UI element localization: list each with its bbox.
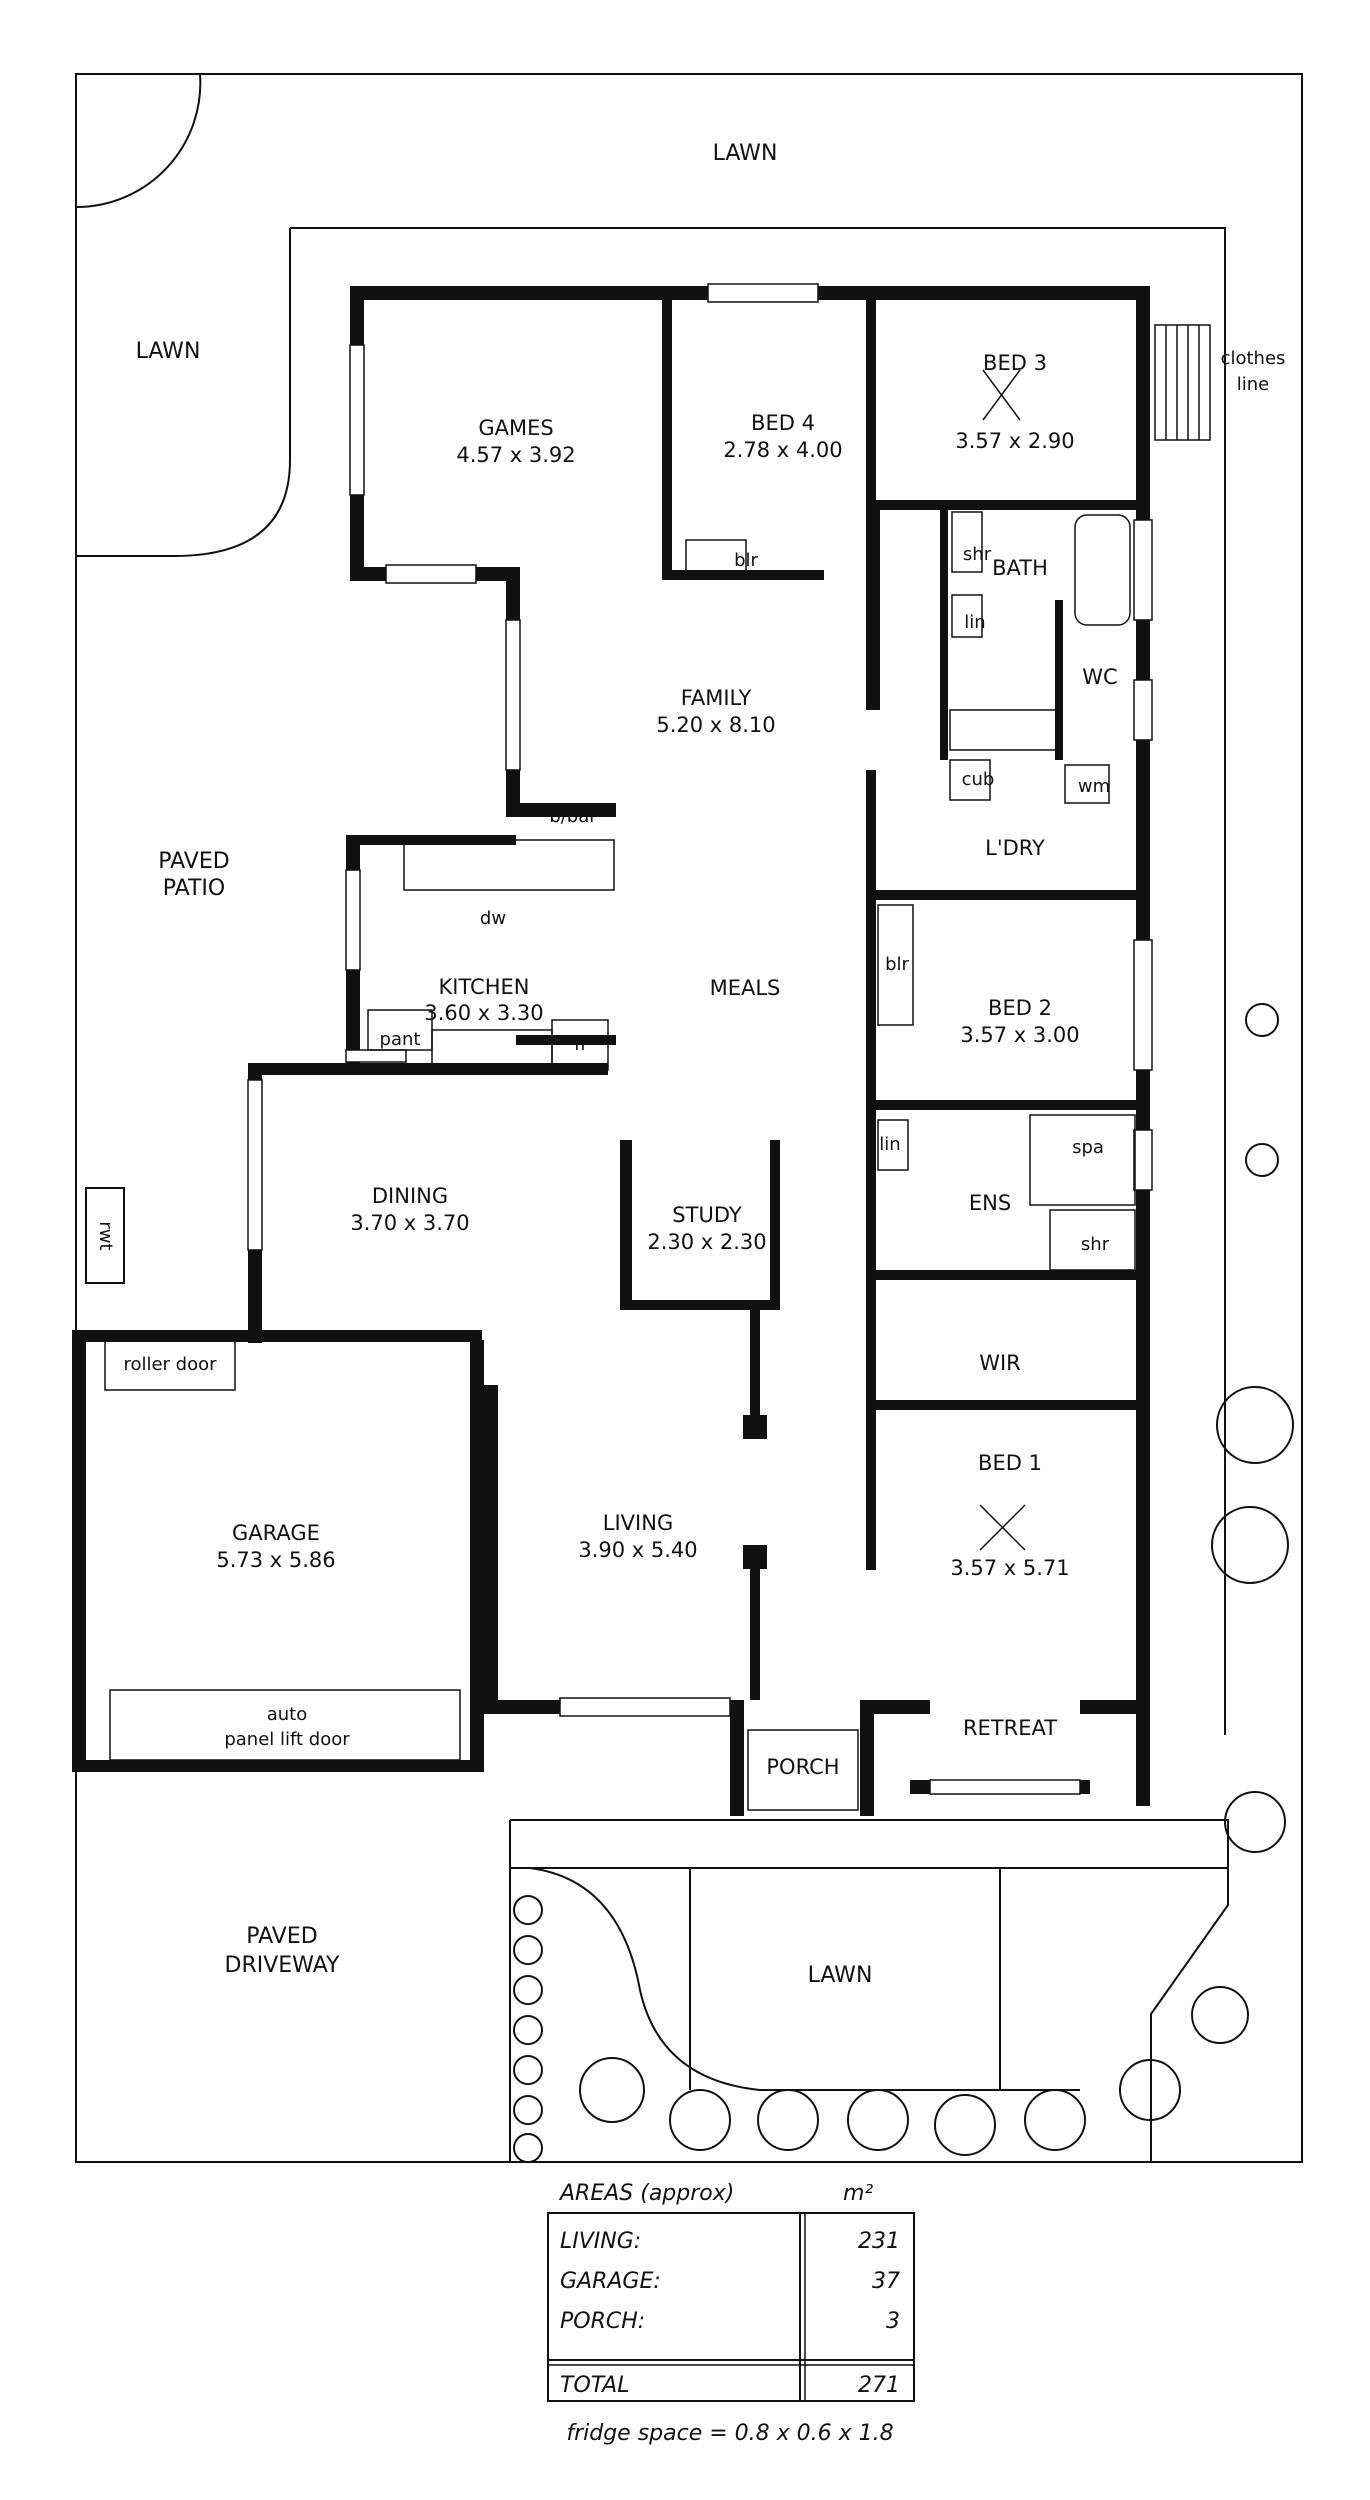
blr-bed2-label: blr — [885, 954, 909, 975]
garage-size: 5.73 x 5.86 — [216, 1548, 335, 1572]
areas-row-garage-value: 37 — [872, 2269, 900, 2294]
bed2-name: BED 2 — [988, 996, 1052, 1020]
lawn-left-label: LAWN — [136, 339, 201, 364]
bed4-robe — [685, 539, 747, 577]
family-name: FAMILY — [681, 686, 752, 710]
dw-label: dw — [480, 908, 506, 929]
areas-row-porch-label: PORCH: — [560, 2309, 645, 2334]
bed3-name: BED 3 — [983, 351, 1047, 375]
auto-door-label-2: panel lift door — [224, 1729, 350, 1750]
ldry-name: L'DRY — [985, 836, 1045, 860]
ens-name: ENS — [969, 1191, 1011, 1215]
bed1-size: 3.57 x 5.71 — [950, 1556, 1069, 1580]
site-outline — [75, 73, 1303, 2163]
fixtures — [104, 511, 1136, 1811]
areas-total-label: TOTAL — [560, 2373, 629, 2398]
fr-label: fr — [574, 1034, 588, 1055]
blr-bed4-label: blr — [734, 550, 758, 571]
garage-name: GARAGE — [232, 1521, 320, 1545]
ens-shower — [1049, 1209, 1136, 1271]
paved-driveway-label-1: PAVED — [246, 1924, 317, 1949]
games-name: GAMES — [478, 416, 553, 440]
ceiling-fan-icons — [979, 369, 1026, 1551]
retreat-name: RETREAT — [963, 1716, 1057, 1740]
auto-door-label-1: auto — [267, 1704, 308, 1725]
garden-shrubs — [513, 1003, 1294, 2163]
areas-row-porch-value: 3 — [886, 2309, 900, 2334]
bed2-size: 3.57 x 3.00 — [960, 1023, 1079, 1047]
bbar-label: b/bar — [549, 806, 597, 827]
clothes-line-label-2: line — [1237, 374, 1269, 395]
vanity — [949, 709, 1061, 751]
clothes-line-label-1: clothes — [1221, 348, 1286, 369]
areas-title: AREAS (approx) — [558, 2181, 734, 2206]
areas-total-value: 271 — [858, 2373, 900, 2398]
bath-shower — [951, 511, 983, 573]
paved-driveway-label-2: DRIVEWAY — [225, 1953, 341, 1978]
cupboard — [949, 759, 991, 801]
shr-ens-label: shr — [1081, 1234, 1110, 1255]
porch-box — [747, 1729, 859, 1811]
family-size: 5.20 x 8.10 — [656, 713, 775, 737]
lin-bath-label: lin — [964, 612, 985, 633]
ens-linen — [877, 1119, 909, 1171]
spa — [1029, 1114, 1136, 1206]
areas-row-living-label: LIVING: — [560, 2229, 641, 2254]
bed4-size: 2.78 x 4.00 — [723, 438, 842, 462]
bath-name: BATH — [992, 556, 1048, 580]
bed1-name: BED 1 — [978, 1451, 1042, 1475]
lawn-top-label: LAWN — [713, 141, 778, 166]
spa-label: spa — [1072, 1137, 1104, 1158]
areas-row-garage-label: GARAGE: — [560, 2269, 661, 2294]
wir-name: WIR — [979, 1351, 1021, 1375]
pant-label: pant — [380, 1029, 421, 1050]
porch-name: PORCH — [766, 1755, 839, 1779]
washing-machine — [1064, 764, 1110, 804]
study-name: STUDY — [672, 1203, 742, 1227]
meals-name: MEALS — [710, 976, 781, 1000]
cub-label: cub — [962, 769, 995, 790]
breakfast-bar — [403, 839, 615, 891]
fridge-note: fridge space = 0.8 x 0.6 x 1.8 — [566, 2421, 893, 2446]
dining-size: 3.70 x 3.70 — [350, 1211, 469, 1235]
clothes-line-icon — [1154, 324, 1211, 441]
games-size: 4.57 x 3.92 — [456, 443, 575, 467]
kitchen-size: 3.60 x 3.30 — [424, 1001, 543, 1025]
bed3-size: 3.57 x 2.90 — [955, 429, 1074, 453]
bed2-robe — [877, 904, 914, 1026]
kitchen-name: KITCHEN — [439, 975, 530, 999]
wm-label: wm — [1078, 776, 1110, 797]
rainwater-tank — [85, 1187, 125, 1284]
house-walls — [72, 286, 1150, 1816]
bed4-name: BED 4 — [751, 411, 815, 435]
living-name: LIVING — [603, 1511, 673, 1535]
wc-name: WC — [1082, 665, 1117, 689]
fridge-space — [551, 1019, 609, 1071]
lin-ens-label: lin — [879, 1134, 900, 1155]
areas-table: AREAS (approx) m² LIVING: 231 GARAGE: 37… — [547, 2181, 915, 2446]
shr-bath-label: shr — [963, 544, 992, 565]
areas-row-living-value: 231 — [858, 2229, 900, 2254]
lawn-bottom-label: LAWN — [808, 1963, 873, 1988]
roller-door-label: roller door — [123, 1354, 217, 1375]
paved-patio-label-2: PATIO — [163, 876, 225, 901]
areas-unit: m² — [843, 2181, 873, 2206]
dining-name: DINING — [372, 1184, 448, 1208]
bath-linen — [951, 594, 983, 638]
study-size: 2.30 x 2.30 — [647, 1230, 766, 1254]
windows — [247, 283, 1153, 1795]
rwt-label: rwt — [95, 1221, 116, 1250]
living-size: 3.90 x 5.40 — [578, 1538, 697, 1562]
roller-door — [104, 1339, 236, 1391]
bathtub — [1074, 514, 1131, 626]
paved-patio-label-1: PAVED — [158, 849, 229, 874]
panel-lift-door — [109, 1689, 461, 1761]
